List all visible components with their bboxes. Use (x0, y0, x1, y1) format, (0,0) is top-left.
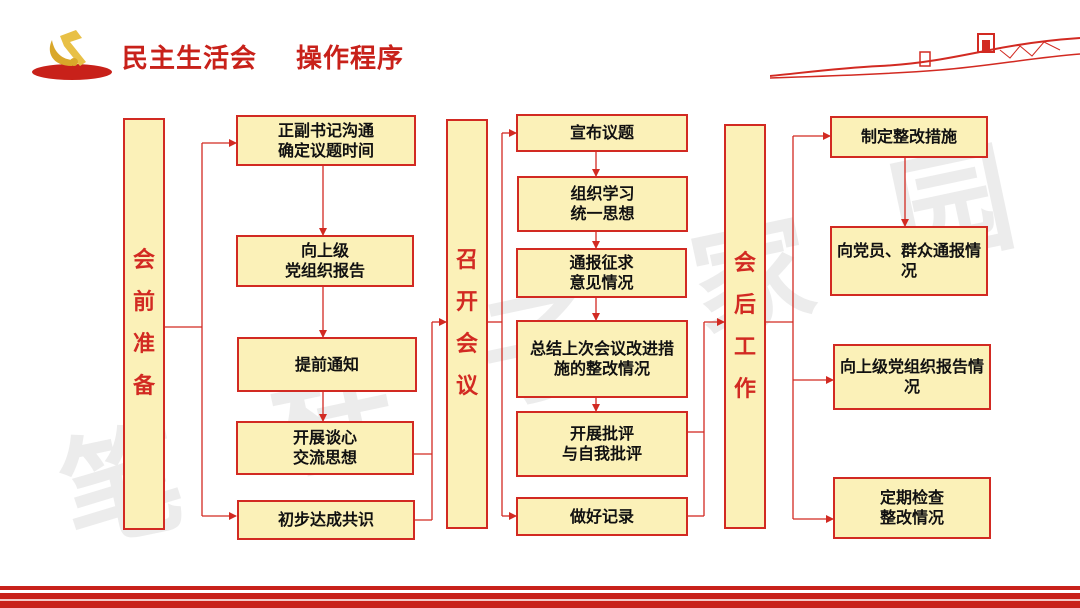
column-before-meeting: 会前准备 (123, 118, 165, 530)
before-step-box: 正副书记沟通 确定议题时间 (236, 115, 416, 166)
footer-band-stripe (0, 599, 1080, 601)
meeting-step-box: 开展批评 与自我批评 (516, 411, 688, 477)
before-step-box: 开展谈心 交流思想 (236, 421, 414, 475)
party-emblem-icon (32, 30, 112, 80)
column-hold-meeting-label: 召开会议 (455, 248, 478, 399)
page-title: 民主生活会 (122, 44, 258, 74)
meeting-step-box: 做好记录 (516, 497, 688, 536)
meeting-step-box: 通报征求 意见情况 (516, 248, 687, 298)
column-after-meeting-label: 会后工作 (733, 250, 756, 402)
before-step-box: 提前通知 (237, 337, 417, 392)
meeting-step-box: 总结上次会议改进措 施的整改情况 (516, 320, 688, 398)
meeting-step-box: 宣布议题 (516, 114, 688, 152)
after-step-box: 定期检查 整改情况 (833, 477, 991, 539)
after-step-box: 制定整改措施 (830, 116, 988, 158)
meeting-step-box: 组织学习 统一思想 (517, 176, 688, 232)
column-after-meeting: 会后工作 (724, 124, 766, 529)
after-step-box: 向上级党组织报告情 况 (833, 344, 991, 410)
before-step-box: 向上级 党组织报告 (236, 235, 414, 287)
great-wall-icon (770, 33, 1080, 79)
before-step-box: 初步达成共识 (237, 500, 415, 540)
page-subtitle: 操作程序 (296, 44, 405, 74)
after-step-box: 向党员、群众通报情 况 (830, 226, 988, 296)
footer-band (0, 586, 1080, 590)
column-before-meeting-label: 会前准备 (132, 248, 155, 399)
column-hold-meeting: 召开会议 (446, 119, 488, 529)
